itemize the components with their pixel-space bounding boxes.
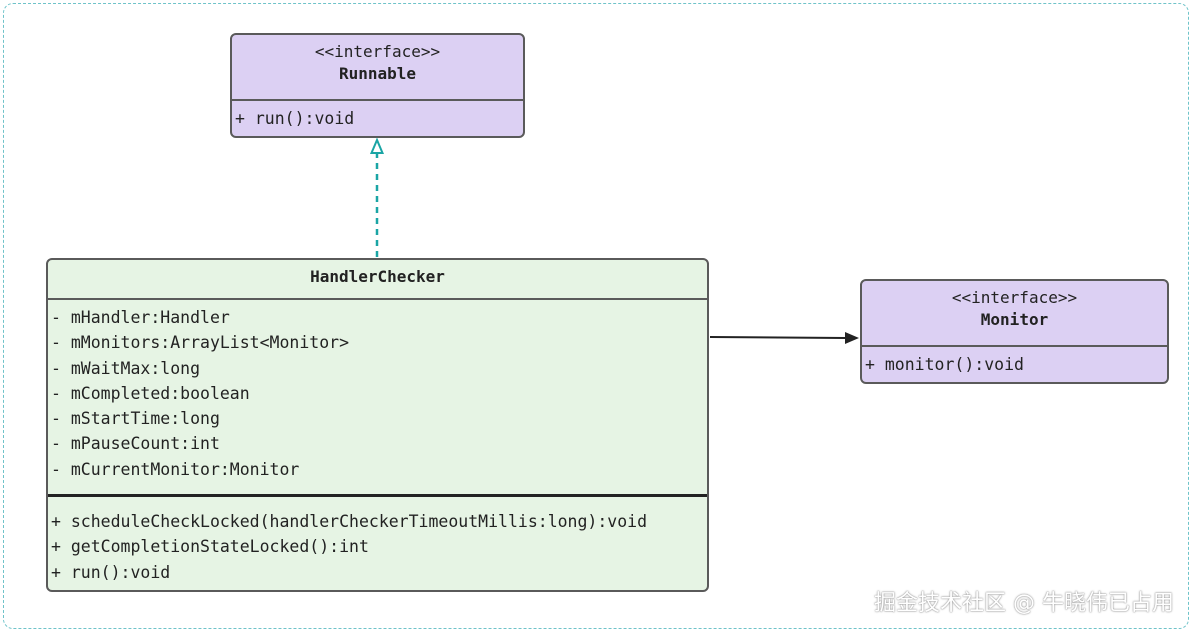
watermark-text: 掘金技术社区 @ 牛晓伟已占用 bbox=[874, 591, 1174, 616]
handler-checker-class-box: HandlerChecker - mHandler:Handler - mMon… bbox=[46, 258, 709, 592]
monitor-method: + monitor():void bbox=[865, 355, 1024, 374]
association-arrow bbox=[709, 332, 859, 344]
runnable-methods-section: + run():void bbox=[232, 99, 523, 131]
field-line: - mCompleted:boolean bbox=[51, 383, 250, 403]
method-line: + getCompletionStateLocked():int bbox=[51, 537, 369, 557]
realization-arrow bbox=[369, 137, 385, 257]
monitor-methods-section: + monitor():void bbox=[862, 345, 1167, 377]
field-line: - mPauseCount:int bbox=[51, 434, 220, 454]
field-line: - mCurrentMonitor:Monitor bbox=[51, 459, 300, 479]
monitor-interface-box: <<interface>> Monitor + monitor():void bbox=[860, 279, 1169, 384]
runnable-method: + run():void bbox=[235, 109, 355, 128]
handler-checker-methods-section: + scheduleCheckLocked(handlerCheckerTime… bbox=[48, 494, 707, 585]
field-line: - mStartTime:long bbox=[51, 409, 220, 429]
runnable-stereotype: <<interface>> bbox=[314, 42, 441, 61]
runnable-class-name: Runnable bbox=[338, 64, 417, 83]
diagram-frame bbox=[3, 3, 1189, 629]
handler-checker-fields-section: - mHandler:Handler - mMonitors:ArrayList… bbox=[48, 298, 707, 494]
monitor-stereotype: <<interface>> bbox=[951, 288, 1078, 307]
runnable-interface-box: <<interface>> Runnable + run():void bbox=[230, 33, 525, 138]
field-line: - mMonitors:ArrayList<Monitor> bbox=[51, 333, 350, 353]
field-line: - mHandler:Handler bbox=[51, 308, 230, 327]
monitor-class-name: Monitor bbox=[980, 310, 1049, 329]
method-line: + run():void bbox=[51, 562, 171, 582]
handler-checker-class-name: HandlerChecker bbox=[310, 267, 445, 286]
field-line: - mWaitMax:long bbox=[51, 358, 201, 378]
method-line: + scheduleCheckLocked(handlerCheckerTime… bbox=[51, 512, 648, 531]
